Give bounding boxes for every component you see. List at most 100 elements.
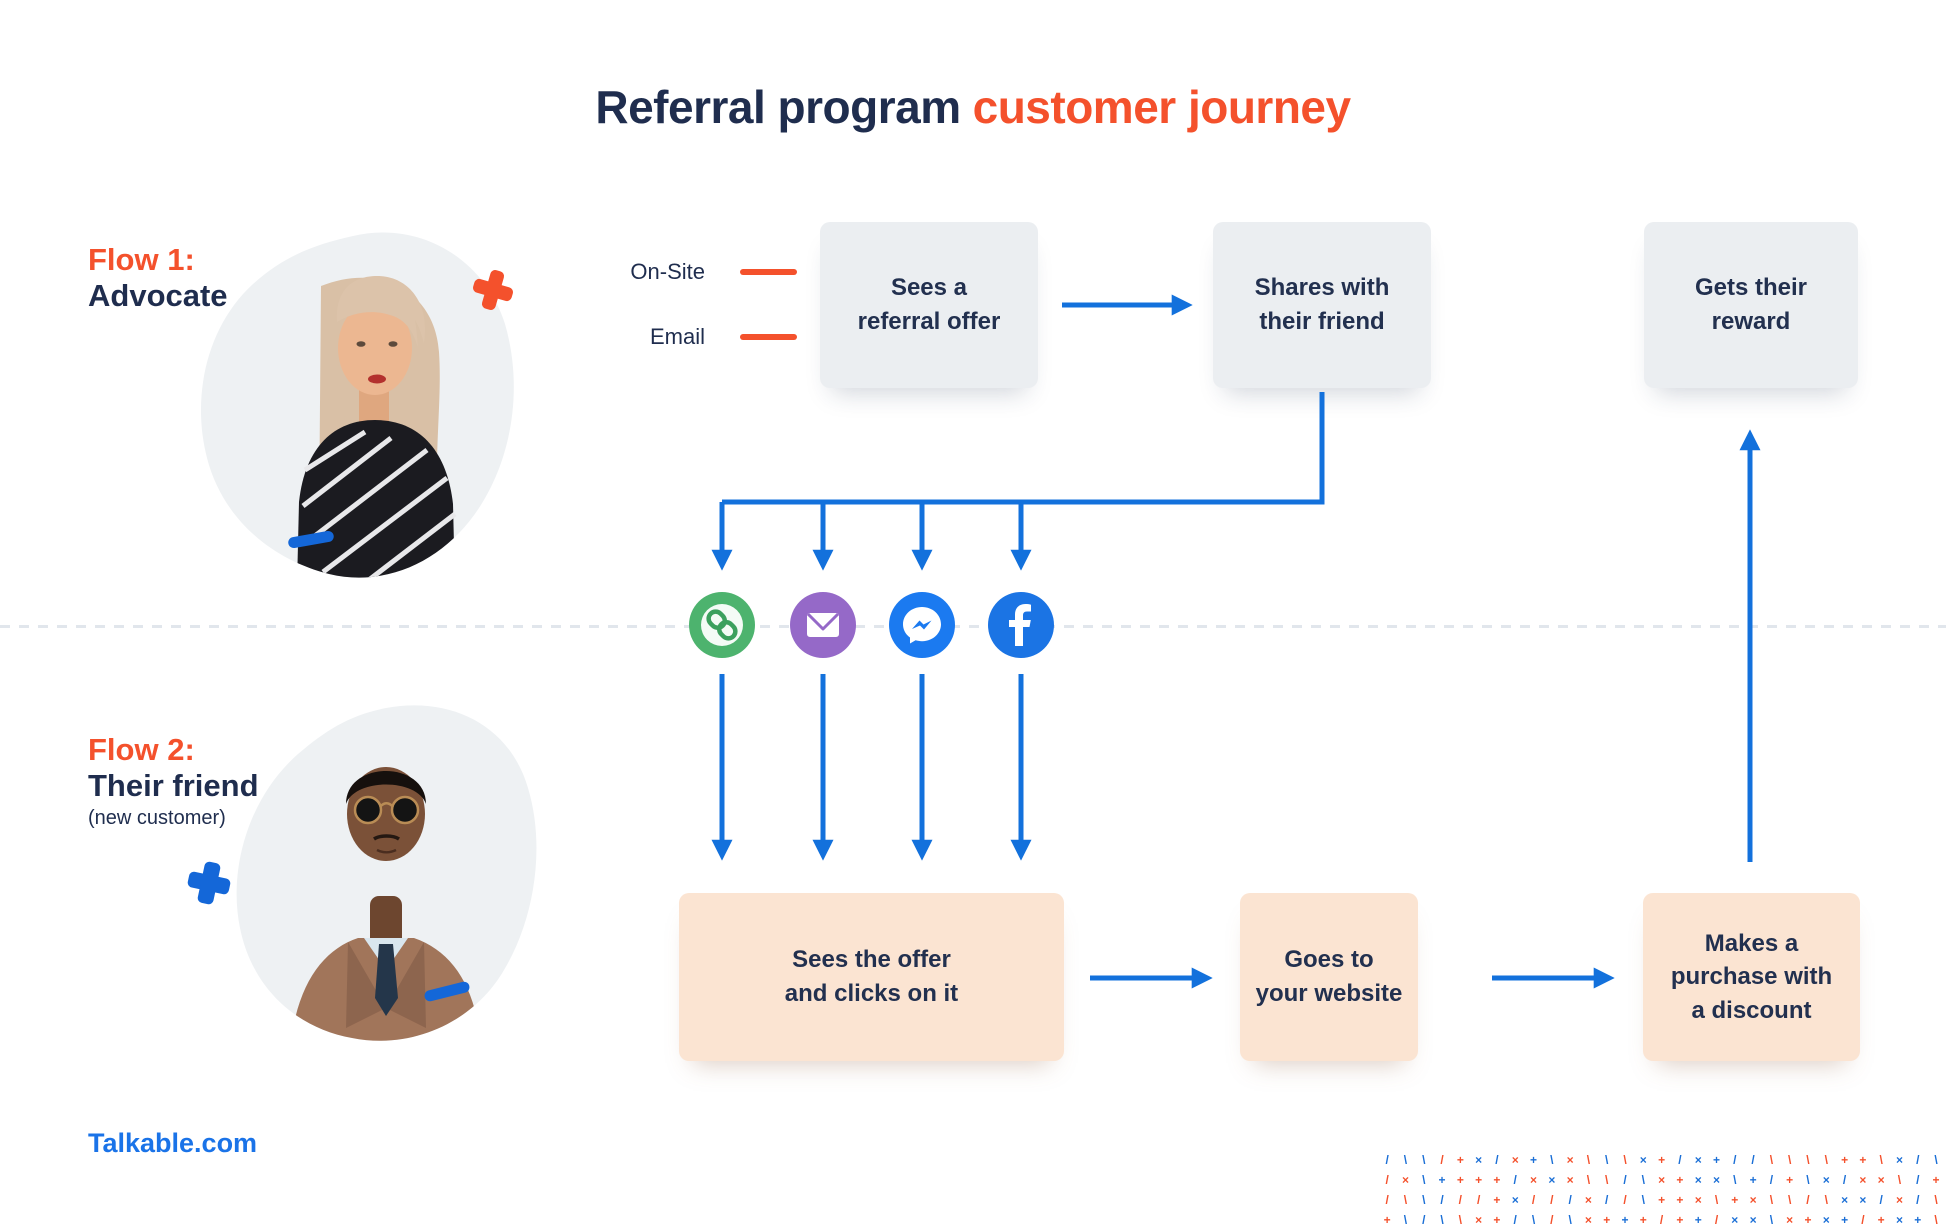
decor-glyph: + (1841, 1153, 1849, 1167)
decor-glyph: \ (1422, 1153, 1426, 1167)
talkable-site-link[interactable]: Talkable.com (88, 1128, 258, 1158)
decor-glyph: + (1676, 1213, 1684, 1224)
decor-glyph: \ (1568, 1213, 1572, 1224)
decor-glyph: \ (1586, 1173, 1591, 1187)
decor-glyph: / (1659, 1213, 1664, 1224)
decor-glyph: / (1476, 1193, 1481, 1207)
decor-glyph: / (1495, 1153, 1499, 1167)
decor-glyph: × (1895, 1193, 1903, 1207)
step-text: Goes to your website (1255, 946, 1403, 1007)
share-channel-facebook (988, 592, 1054, 658)
decor-glyph: / (1605, 1193, 1609, 1207)
flow2-subtitle: (new customer) (88, 807, 226, 830)
decor-glyph: × (1694, 1193, 1702, 1207)
decor-glyph: \ (1641, 1193, 1645, 1207)
decor-glyph: + (1658, 1193, 1666, 1207)
decor-glyph: \ (1879, 1153, 1883, 1167)
step-goes-to-website: Goes to your website (1240, 893, 1418, 1061)
decor-glyph: / (1879, 1193, 1883, 1207)
decor-glyph: × (1584, 1193, 1592, 1207)
decor-dot-pattern: / \ \ / + × / × + \ × \ \ \ × + / × + / / \ \ \ \ + + \ × / \ / × \ + + + + / ×… (1378, 1150, 1946, 1224)
channel-line-onsite (740, 269, 797, 275)
step-sees-referral-offer: Sees a referral offer (820, 222, 1038, 388)
decor-glyph: × (1694, 1173, 1702, 1187)
decor-glyph: \ (1934, 1153, 1938, 1167)
step-text: Makes a purchase with a discount (1670, 929, 1833, 1024)
step-sees-and-clicks: Sees the offer and clicks on it (679, 893, 1064, 1061)
decor-glyph: / (1916, 1193, 1920, 1207)
channel-label-onsite: On-Site (630, 259, 705, 284)
decor-glyph: \ (1897, 1173, 1902, 1187)
decor-glyph: × (1511, 1193, 1519, 1207)
decor-glyph: \ (1440, 1213, 1444, 1224)
flow1-label-block: Flow 1: Advocate (88, 242, 228, 313)
email-icon (790, 592, 856, 658)
decor-glyph: × (1895, 1213, 1903, 1224)
decor-glyph: / (1733, 1153, 1737, 1167)
decor-glyph: \ (1531, 1213, 1536, 1224)
decor-glyph: / (1714, 1213, 1719, 1224)
decor-glyph: × (1639, 1153, 1647, 1167)
decor-glyph: \ (1824, 1193, 1828, 1207)
flow1-name: Advocate (88, 277, 228, 313)
decor-glyph: + (1438, 1173, 1446, 1187)
decor-glyph: + (1456, 1153, 1464, 1167)
decor-glyph: \ (1788, 1153, 1792, 1167)
decor-glyph: × (1584, 1213, 1592, 1224)
page-title-highlight: customer journey (972, 81, 1352, 133)
decor-glyph: / (1513, 1213, 1517, 1224)
channel-label-email: Email (649, 324, 705, 349)
step-text: Shares with their friend (1254, 274, 1390, 335)
decor-glyph: × (1401, 1173, 1409, 1187)
step-shares-with-friend: Shares with their friend (1213, 222, 1431, 388)
decor-glyph: \ (1806, 1153, 1810, 1167)
step-gets-reward: Gets their reward (1644, 222, 1858, 388)
share-channel-link (689, 592, 755, 658)
decor-glyph: + (1676, 1173, 1684, 1187)
decor-glyph: / (1769, 1173, 1774, 1187)
decor-glyph: / (1916, 1153, 1920, 1167)
decor-glyph: \ (1403, 1213, 1408, 1224)
decor-glyph: × (1475, 1153, 1483, 1167)
decor-glyph: + (1493, 1173, 1501, 1187)
decor-glyph: \ (1422, 1193, 1426, 1207)
friend-photo (236, 705, 537, 1041)
decor-glyph: + (1456, 1173, 1464, 1187)
decor-glyph: × (1658, 1173, 1666, 1187)
decor-glyph: / (1458, 1193, 1462, 1207)
decor-glyph: / (1806, 1193, 1810, 1207)
decor-glyph: \ (1586, 1153, 1591, 1167)
flow1-label: Flow 1: (88, 242, 195, 277)
decor-glyph: + (1639, 1213, 1647, 1224)
decor-glyph: \ (1934, 1193, 1938, 1207)
decor-glyph: + (1603, 1213, 1611, 1224)
decor-glyph: \ (1934, 1213, 1938, 1224)
facebook-icon (988, 592, 1054, 658)
decor-glyph: / (1842, 1173, 1847, 1187)
decor-glyph: \ (1403, 1153, 1408, 1167)
decor-glyph: / (1385, 1173, 1389, 1187)
link-icon (689, 592, 755, 658)
decor-glyph: \ (1641, 1173, 1645, 1187)
flow2-label: Flow 2: (88, 732, 195, 767)
decor-glyph: × (1511, 1153, 1519, 1167)
decor-glyph: / (1385, 1193, 1389, 1207)
step-makes-purchase: Makes a purchase with a discount (1643, 893, 1860, 1061)
decor-plus-blue (184, 858, 234, 908)
decor-glyph: + (1475, 1173, 1483, 1187)
decor-glyph: + (1841, 1213, 1849, 1224)
decor-glyph: + (1383, 1213, 1391, 1224)
decor-glyph: × (1841, 1193, 1849, 1207)
share-channel-email (790, 592, 856, 658)
decor-glyph: + (1877, 1213, 1885, 1224)
decor-glyph: + (1712, 1153, 1720, 1167)
decor-glyph: / (1531, 1193, 1536, 1207)
decor-glyph: / (1916, 1173, 1920, 1187)
decor-glyph: × (1786, 1213, 1794, 1224)
step-text: Sees a referral offer (857, 274, 1001, 335)
decor-glyph: \ (1605, 1153, 1609, 1167)
decor-glyph: \ (1788, 1193, 1792, 1207)
decor-glyph: × (1475, 1213, 1483, 1224)
